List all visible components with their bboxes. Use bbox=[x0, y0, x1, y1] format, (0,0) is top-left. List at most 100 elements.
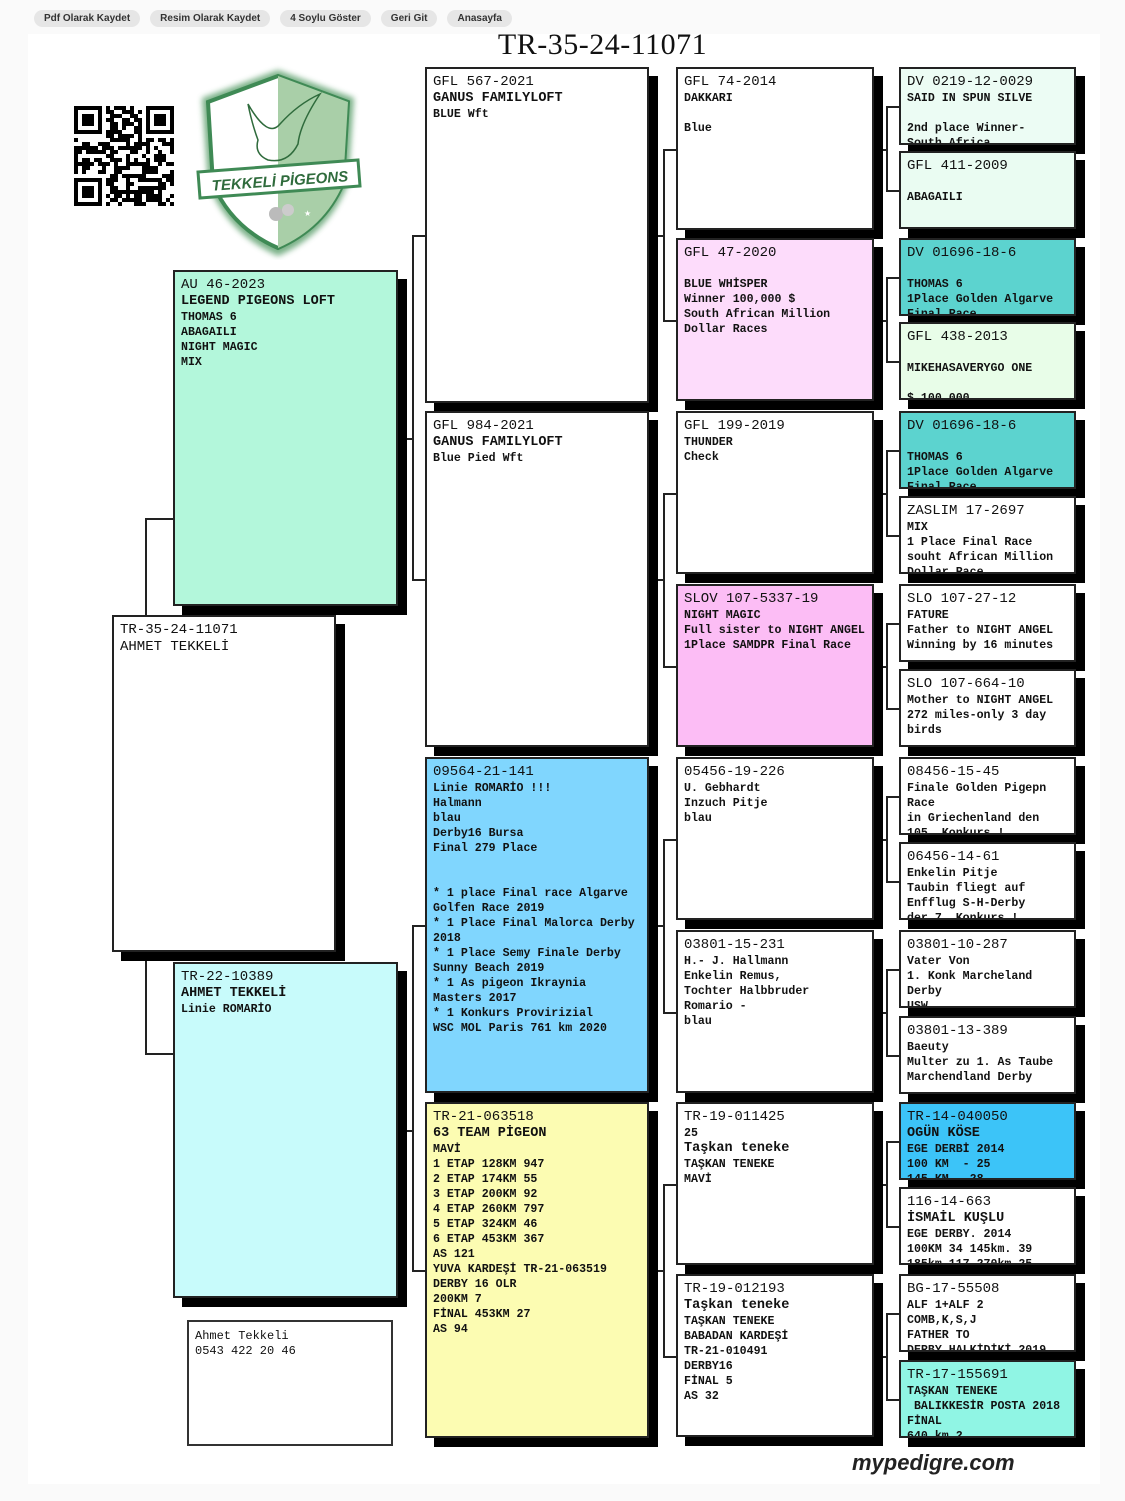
detail-line bbox=[907, 262, 1068, 277]
ring-number: 116-14-663 bbox=[907, 1194, 992, 1210]
pigeon-name: 63 TEAM PİGEON bbox=[433, 1126, 547, 1141]
connector-line bbox=[886, 450, 888, 535]
ring-number: GFL 984-2021 bbox=[433, 418, 534, 434]
detail-line: H.- J. Hallmann bbox=[684, 955, 789, 968]
detail-line: Winning by 16 minutes bbox=[907, 639, 1054, 652]
connector-line bbox=[886, 623, 888, 708]
detail-line: FATURE bbox=[907, 609, 949, 622]
detail-line: 4 ETAP 260KM 797 bbox=[433, 1203, 545, 1216]
detail-line: Final 279 Place bbox=[433, 842, 538, 855]
connector-line bbox=[886, 277, 899, 279]
detail-line: Marchendland Derby bbox=[907, 1071, 1033, 1084]
connector-line bbox=[663, 838, 676, 841]
ring-number: DV 01696-18-6 bbox=[907, 418, 1017, 434]
detail-line: THOMAS 6 bbox=[907, 278, 963, 291]
owner-name: Ahmet Tekkeli bbox=[195, 1329, 289, 1343]
detail-line: TAŞKAN TENEKE bbox=[684, 1315, 775, 1328]
detail-line: Multer zu 1. As Taube bbox=[907, 1056, 1054, 1069]
connector-line bbox=[412, 1270, 425, 1272]
detail-line bbox=[907, 106, 1068, 121]
detail-line bbox=[907, 175, 1068, 190]
detail-line: Winner 100,000 $ bbox=[684, 293, 796, 306]
detail-line: 145 KM - 28 bbox=[907, 1173, 984, 1180]
connector-line bbox=[663, 492, 676, 495]
ring-number: GFL 47-2020 bbox=[684, 245, 777, 261]
connector-line bbox=[883, 148, 886, 151]
home-button[interactable]: Anasayfa bbox=[447, 10, 512, 27]
detail-line bbox=[684, 106, 866, 121]
connector-line bbox=[663, 838, 665, 1012]
detail-line: SAID IN SPUN SILVE bbox=[907, 92, 1033, 105]
ring-number: 03801-15-231 bbox=[684, 937, 785, 953]
connector-line bbox=[407, 438, 412, 440]
ring-number: BG-17-55508 bbox=[907, 1281, 1000, 1297]
detail-line: Enkelin Pitje bbox=[907, 867, 998, 880]
detail-line: FİNAL 5 bbox=[684, 1375, 733, 1388]
pigeon-name: Taşkan teneke bbox=[684, 1141, 790, 1156]
ring-number: TR-35-24-11071 bbox=[120, 622, 238, 638]
connector-line bbox=[412, 579, 425, 581]
detail-line: * 1 As pigeon Ikraynia bbox=[433, 977, 587, 990]
connector-line bbox=[412, 235, 414, 579]
detail-line: EGE DERBİ 2014 bbox=[907, 1143, 1005, 1156]
detail-line: der 7. Konkurs ! bbox=[907, 912, 1019, 920]
detail-line: AS 121 bbox=[433, 1248, 475, 1261]
detail-line bbox=[907, 376, 1068, 391]
detail-line: South African Million bbox=[684, 308, 831, 321]
connector-line bbox=[883, 1355, 886, 1358]
connector-line bbox=[886, 708, 899, 710]
ring-number: GFL 567-2021 bbox=[433, 74, 534, 90]
detail-line: USW bbox=[907, 1000, 928, 1008]
detail-line: DERBY 16 OLR bbox=[433, 1278, 517, 1291]
ring-number: ZASLIM 17-2697 bbox=[907, 503, 1025, 519]
ring-number: 09564-21-141 bbox=[433, 764, 534, 780]
detail-line: blau bbox=[684, 1015, 712, 1028]
detail-line: Final Race bbox=[907, 308, 977, 316]
detail-line: 3 ETAP 200KM 92 bbox=[433, 1188, 538, 1201]
detail-line: TR-21-010491 bbox=[684, 1345, 768, 1358]
detail-line: Blue Pied Wft bbox=[433, 452, 524, 465]
detail-line: Romario - bbox=[684, 1000, 747, 1013]
detail-line: Taubin fliegt auf bbox=[907, 882, 1026, 895]
connector-line bbox=[886, 1226, 899, 1228]
save-pdf-button[interactable]: Pdf Olarak Kaydet bbox=[34, 10, 141, 27]
connector-line bbox=[663, 1183, 665, 1356]
dove-icon bbox=[247, 92, 323, 162]
save-image-button[interactable]: Resim Olarak Kaydet bbox=[150, 10, 271, 27]
go-back-button[interactable]: Geri Git bbox=[380, 10, 438, 27]
connector-line bbox=[886, 1399, 899, 1401]
detail-line: ABAGAILI bbox=[181, 326, 237, 339]
show-4-generations-button[interactable]: 4 Soylu Göster bbox=[280, 10, 371, 27]
